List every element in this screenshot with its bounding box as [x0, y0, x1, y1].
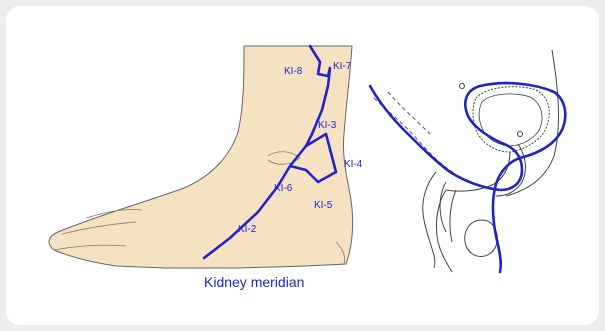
bladder-wall: [479, 94, 542, 146]
diagram-caption: Kidney meridian: [204, 274, 304, 290]
kidney-meridian-pelvis-line: [370, 83, 565, 272]
label-ki3: KI-3: [318, 120, 337, 131]
organ-lower: [465, 220, 497, 257]
foot-illustration: KI-8 KI-7 KI-3 KI-4 KI-6 KI-5 KI-2 Kidne…: [49, 46, 363, 290]
dashed-course-2: [388, 92, 430, 134]
organ-shaft: [436, 190, 456, 272]
small-node-2: [518, 132, 523, 137]
kidney-meridian-diagram: KI-8 KI-7 KI-3 KI-4 KI-6 KI-5 KI-2 Kidne…: [6, 6, 599, 325]
diagram-frame: KI-8 KI-7 KI-3 KI-4 KI-6 KI-5 KI-2 Kidne…: [6, 6, 599, 325]
bladder: [473, 87, 549, 152]
label-ki7: KI-7: [333, 61, 352, 72]
label-ki6: KI-6: [274, 183, 293, 194]
small-node: [460, 84, 465, 89]
label-ki5: KI-5: [314, 200, 333, 211]
label-ki8: KI-8: [284, 66, 303, 77]
body-outline: [506, 50, 558, 196]
label-ki2: KI-2: [238, 224, 257, 235]
foot-outline: [49, 46, 353, 268]
label-ki4: KI-4: [344, 159, 363, 170]
pelvis-illustration: [370, 50, 565, 272]
